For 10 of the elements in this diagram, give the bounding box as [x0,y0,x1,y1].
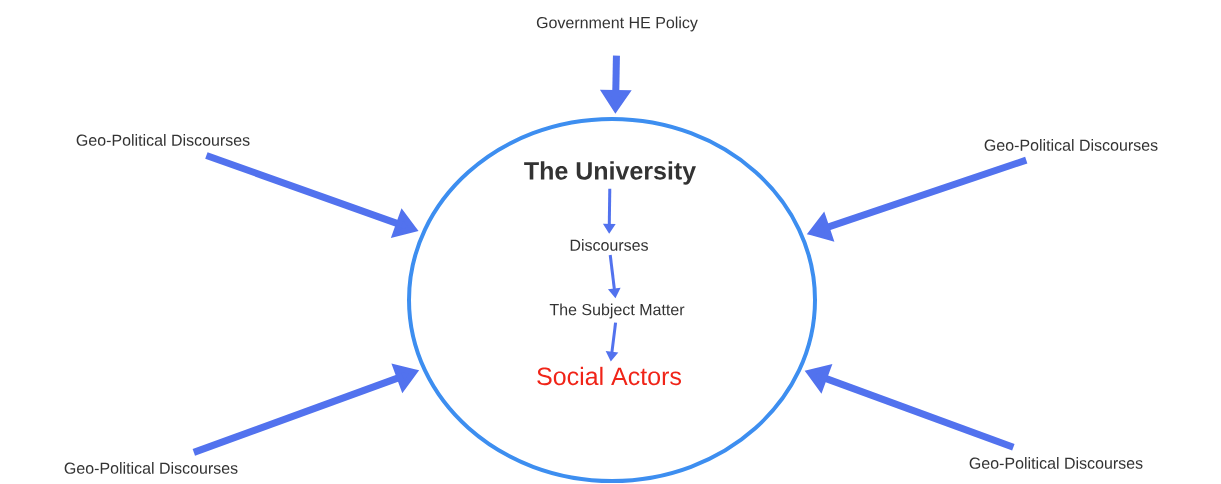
stage-label: The Subject Matter [549,303,685,319]
stage-label: Discourses [570,239,648,251]
university-circle [407,117,817,483]
discourse-label: Geo-Political Discourses [984,139,1158,151]
discourse-label: Geo-Political Discourses [64,462,238,474]
policy-label: Government HE Policy [536,16,698,32]
discourse-label: Geo-Political Discourses [76,134,250,146]
discourse-label: Geo-Political Discourses [969,457,1143,469]
stage-label: Social Actors [537,366,681,386]
heading: The University [524,161,696,185]
